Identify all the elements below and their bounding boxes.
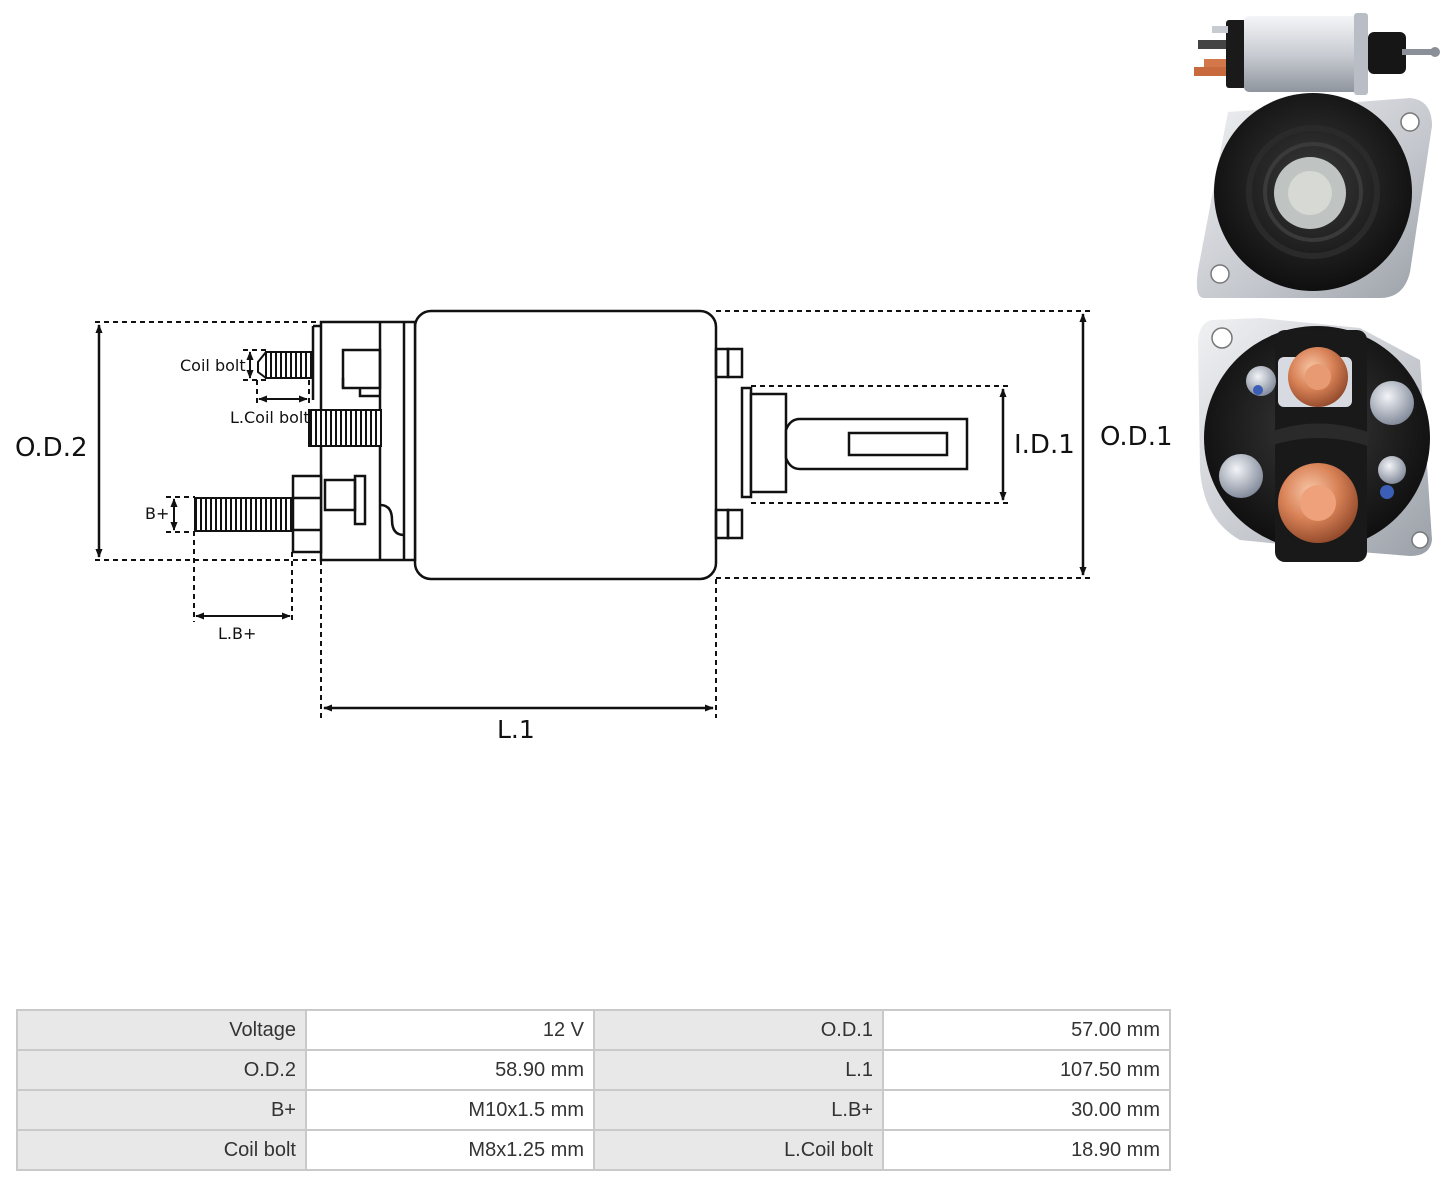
- label-b-plus: B+: [145, 504, 169, 523]
- b-plus-stud: [194, 497, 294, 532]
- spec-value: 12 V: [307, 1011, 595, 1051]
- label-id1: I.D.1: [1014, 430, 1075, 460]
- spec-value: 18.90 mm: [884, 1131, 1171, 1171]
- solenoid-outline: [194, 309, 969, 581]
- label-coil-bolt: Coil bolt: [180, 356, 246, 375]
- spec-value: M10x1.5 mm: [307, 1091, 595, 1131]
- spec-value: 58.90 mm: [307, 1051, 595, 1091]
- plunger-boot: [740, 386, 753, 499]
- spec-value: 30.00 mm: [884, 1091, 1171, 1131]
- table-row: O.D.2 58.90 mm L.1 107.50 mm: [18, 1051, 1171, 1091]
- plunger-slot: [847, 431, 949, 457]
- spec-key: B+: [18, 1091, 307, 1131]
- solenoid-side-photo: [1194, 13, 1440, 95]
- solenoid-front-photo: [1196, 93, 1432, 298]
- b-plus-nut: [291, 474, 323, 554]
- spec-key: O.D.1: [595, 1011, 884, 1051]
- plunger: [784, 417, 969, 471]
- table-row: B+ M10x1.5 mm L.B+ 30.00 mm: [18, 1091, 1171, 1131]
- label-od2: O.D.2: [15, 433, 88, 463]
- spec-value: 57.00 mm: [884, 1011, 1171, 1051]
- spec-table: Voltage 12 V O.D.1 57.00 mm O.D.2 58.90 …: [16, 1009, 1171, 1171]
- solenoid-rear-terminals-photo: [1198, 318, 1432, 562]
- dimension-extension-lines: [95, 310, 1090, 718]
- dimension-arrows: [95, 313, 1087, 712]
- spec-key: Voltage: [18, 1011, 307, 1051]
- spec-value: 107.50 mm: [884, 1051, 1171, 1091]
- spec-value: M8x1.25 mm: [307, 1131, 595, 1171]
- label-l1: L.1: [497, 715, 535, 744]
- table-row: Voltage 12 V O.D.1 57.00 mm: [18, 1011, 1171, 1051]
- solenoid-body: [413, 309, 718, 581]
- label-l-b-plus: L.B+: [218, 624, 256, 643]
- spec-key: L.1: [595, 1051, 884, 1091]
- label-l-coil-bolt: L.Coil bolt: [230, 408, 310, 427]
- spec-key: L.B+: [595, 1091, 884, 1131]
- middle-stud: [308, 409, 382, 447]
- label-od1: O.D.1: [1100, 422, 1173, 452]
- spec-key: Coil bolt: [18, 1131, 307, 1171]
- spec-key: L.Coil bolt: [595, 1131, 884, 1171]
- spec-key: O.D.2: [18, 1051, 307, 1091]
- coil-bolt: [265, 351, 314, 379]
- table-row: Coil bolt M8x1.25 mm L.Coil bolt 18.90 m…: [18, 1131, 1171, 1171]
